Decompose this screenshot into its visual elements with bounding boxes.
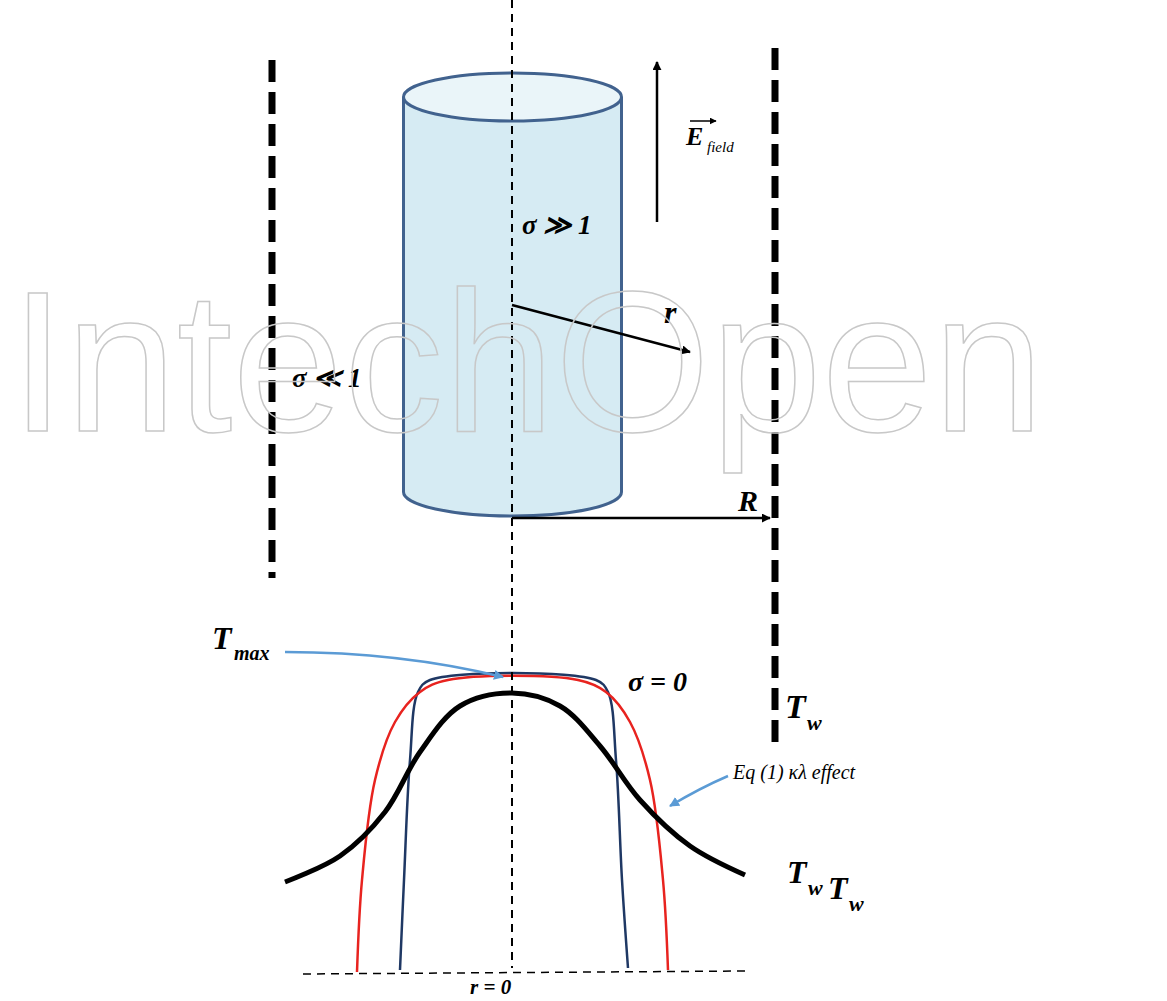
conductivity-label: σ ≫ 1	[522, 212, 592, 239]
measured-profile	[285, 693, 745, 882]
field-symbol: E	[686, 124, 703, 150]
temperature-subscript: max	[234, 643, 270, 663]
temperature-curves	[285, 673, 745, 972]
wall-radius-symbol: R	[738, 486, 758, 516]
temperature-subscript: w	[808, 877, 823, 899]
watermark: IntechOpen	[10, 262, 1044, 462]
wall-temperature: T	[785, 690, 806, 724]
symmetry-axis	[511, 0, 513, 968]
uniform-profile	[400, 673, 628, 970]
tmax-pointer	[285, 652, 503, 677]
conductivity-label: σ = 0	[628, 668, 687, 696]
wall-temperature: T	[828, 872, 848, 904]
temperature-subscript: w	[807, 712, 822, 734]
field-arrow	[656, 62, 659, 222]
max-temperature: T	[212, 622, 232, 654]
temperature-subscript: w	[849, 893, 864, 915]
vector-arrow	[690, 120, 716, 122]
equation-note: Eq (1) κλ effect	[733, 762, 855, 782]
eq-pointer	[670, 776, 728, 806]
axis-label: r = 0	[470, 977, 511, 998]
wall-temperature: T	[787, 856, 807, 888]
field-subscript: field	[707, 140, 734, 155]
baseline	[303, 971, 748, 974]
wall-radius-arrow	[512, 517, 770, 520]
